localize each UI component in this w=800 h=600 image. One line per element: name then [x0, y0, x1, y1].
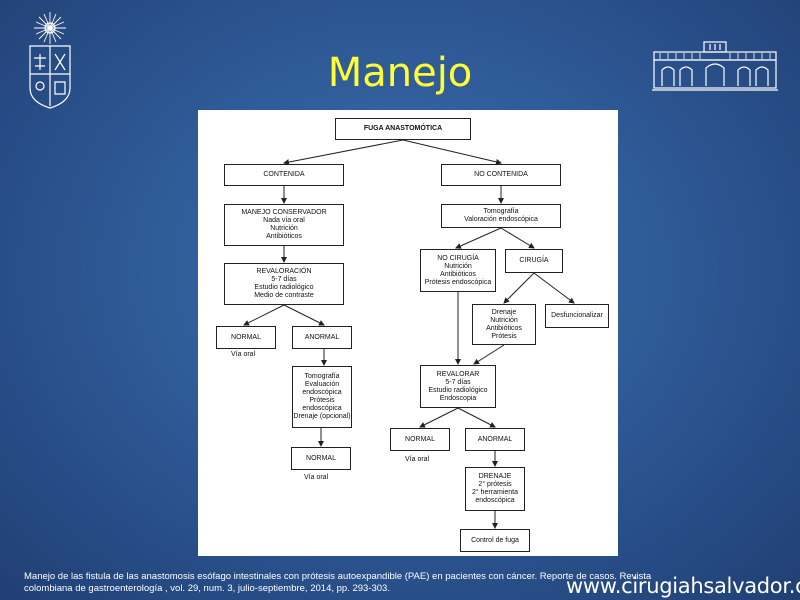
flow-box-normal-left: NORMAL	[216, 326, 276, 349]
box-line: 5-7 días	[271, 276, 297, 283]
citation-text: Manejo de las fistula de las anastomosis…	[24, 571, 652, 594]
box-line: Prótesis	[309, 397, 335, 404]
box-line: Antibióticos	[486, 324, 522, 332]
box-line: CONTENIDA	[263, 171, 305, 178]
flow-box-fuga-anastomotica: FUGA ANASTOMÓTICA	[335, 118, 471, 140]
box-line: ANORMAL	[304, 333, 340, 341]
box-line: NORMAL	[405, 435, 435, 443]
box-line: REVALORACIÓN	[256, 268, 312, 275]
box-line: NORMAL	[306, 454, 336, 462]
box-line: endoscópica	[302, 405, 342, 412]
note-via-oral-right: Vía oral	[405, 456, 430, 463]
flow-box-desfuncionalizar: Desfuncionalizar	[545, 304, 609, 328]
flowchart-connectors	[243, 139, 575, 529]
box-line: endoscópica	[302, 389, 342, 396]
box-line: Medio de contraste	[254, 292, 314, 299]
box-line: NO CONTENIDA	[474, 171, 528, 178]
box-line: Prótesis endoscópica	[424, 278, 492, 286]
box-line: 5-7 días	[445, 378, 471, 386]
flow-box-normal-left-2: NORMAL	[291, 447, 351, 470]
flow-box-tomografia-right: Tomografía Valoración endoscópica	[441, 204, 561, 228]
flow-box-contenida: CONTENIDA	[224, 164, 344, 186]
box-line: Tomografía	[304, 373, 340, 380]
flow-box-cirugia: CIRUGÍA	[505, 249, 563, 273]
box-line: FUGA ANASTOMÓTICA	[363, 125, 443, 132]
box-line: Nutrición	[270, 225, 298, 232]
flow-box-drenaje-final: DRENAJE 2° prótesis 2° herramienta endos…	[465, 467, 525, 511]
box-line: NORMAL	[231, 333, 261, 341]
university-shield-logo	[22, 10, 78, 110]
box-line: Estudio radiológico	[428, 386, 488, 394]
flow-box-drenaje-right: Drenaje Nutrición Antibióticos Prótesis	[472, 304, 536, 345]
flow-box-no-contenida: NO CONTENIDA	[441, 164, 561, 186]
box-line: Antibióticos	[266, 233, 302, 240]
slide-title: Manejo	[327, 50, 473, 96]
box-line: 2° herramienta	[472, 489, 518, 496]
box-line: Desfuncionalizar	[551, 312, 603, 319]
box-line: 2° prótesis	[478, 481, 512, 488]
box-line: Prótesis	[491, 332, 517, 340]
box-line: CIRUGÍA	[519, 257, 549, 264]
box-line: Antibióticos	[440, 270, 476, 278]
box-line: Evaluación	[304, 381, 340, 388]
hospital-building-logo	[652, 40, 778, 92]
flow-box-manejo-conservador: MANEJO CONSERVADOR Nada vía oral Nutrici…	[224, 204, 344, 246]
box-line: Control de fuga	[471, 536, 519, 544]
box-line: endoscópica	[475, 497, 515, 504]
website-url: www.cirugiahsalvador.cl	[566, 574, 800, 598]
box-line: MANEJO CONSERVADOR	[241, 209, 327, 216]
box-line: Nutrición	[490, 316, 518, 324]
box-line: Estudio radiológico	[254, 284, 314, 291]
box-line: Drenaje	[491, 308, 517, 316]
box-line: Endoscopia	[439, 394, 477, 402]
box-line: Drenaje (opcional)	[293, 413, 351, 420]
flowchart-panel: FUGA ANASTOMÓTICA CONTENIDA NO CONTENIDA…	[198, 110, 618, 556]
note-via-oral-left: Vía oral	[231, 351, 256, 358]
box-line: Tomografía	[483, 208, 519, 215]
box-line: NO CIRUGÍA	[437, 254, 479, 262]
box-line: Nada vía oral	[263, 217, 305, 224]
box-line: ANORMAL	[477, 435, 513, 443]
flow-box-estudios-left: Tomografía Evaluación endoscópica Prótes…	[292, 366, 352, 428]
flow-box-revaloracion: REVALORACIÓN 5-7 días Estudio radiológic…	[224, 263, 344, 305]
flow-box-no-cirugia: NO CIRUGÍA Nutrición Antibióticos Prótes…	[420, 249, 496, 292]
box-line: REVALORAR	[436, 370, 480, 378]
flow-box-control-fuga: Control de fuga	[460, 529, 530, 552]
box-line: DRENAJE	[478, 473, 512, 480]
flow-box-normal-right: NORMAL	[390, 428, 450, 451]
flow-box-anormal-left: ANORMAL	[292, 326, 352, 349]
flow-box-anormal-right: ANORMAL	[465, 428, 525, 451]
box-line: Valoración endoscópica	[464, 216, 538, 223]
note-via-oral-left-2: Vía oral	[304, 474, 329, 481]
flow-box-revalorar: REVALORAR 5-7 días Estudio radiológico E…	[420, 365, 496, 408]
box-line: Nutrición	[444, 262, 472, 270]
